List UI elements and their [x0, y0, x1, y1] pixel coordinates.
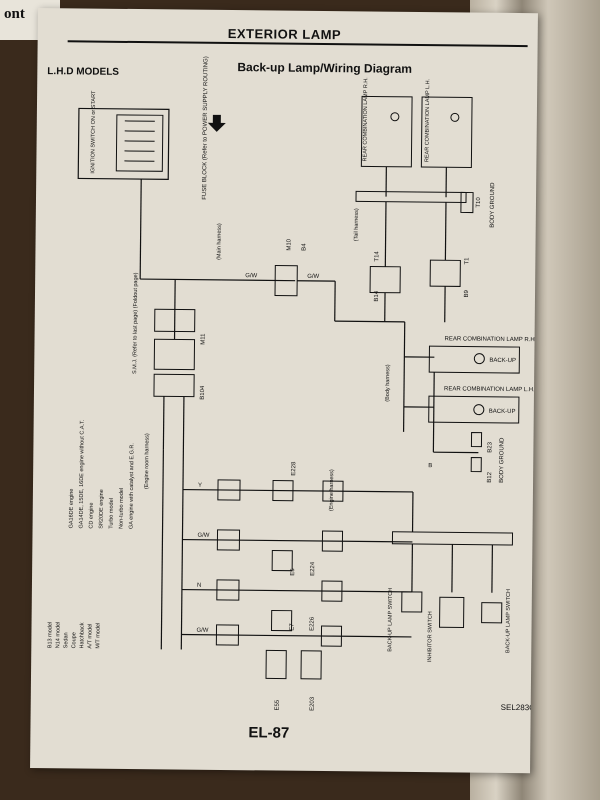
ignition-switch-label: IGNITION SWITCH ON or START: [90, 90, 97, 174]
legend-model: B13 model N14 model Sedan Coupe Hatchbac…: [47, 622, 101, 649]
rear-combo-lh-top-label: REAR COMBINATION LAMP L.H.: [424, 78, 431, 162]
back-up-lh-label: BACK-UP: [489, 409, 516, 415]
legend-item: Non-turbo model: [119, 488, 125, 529]
connector-t10: T10: [476, 197, 482, 208]
wire-gw-4: G/W: [196, 628, 208, 634]
connector-m11: M11: [200, 333, 206, 345]
body-harness-label: (Body harness): [385, 364, 391, 402]
engine-room-harness-label: (Engine room harness): [144, 433, 151, 489]
connector-b12: B12: [487, 471, 493, 482]
legend-item: Sedan: [63, 632, 69, 648]
tail-harness-label: (Tail harness): [354, 208, 360, 241]
legend-item: GA16DE engine: [69, 489, 75, 529]
connector-e5: E5: [290, 568, 296, 576]
connector-e224: E224: [310, 561, 316, 576]
connector-b9: B9: [464, 289, 470, 297]
connector-t14: T14: [374, 251, 380, 262]
back-up-rh-label: BACK-UP: [489, 358, 516, 364]
connector-t1: T1: [464, 257, 470, 265]
bulb-icon: [473, 404, 485, 416]
corner-tab-label: ont: [4, 6, 25, 22]
connector-b4: B4: [301, 243, 307, 251]
connector-b104: B104: [200, 385, 206, 400]
smj-label: S.M.J. (Refer to last page) (Foldout pag…: [132, 272, 139, 374]
rear-combo-rh-top-label: REAR COMBINATION LAMP R.H.: [362, 77, 369, 162]
legend-item: Coupe: [71, 632, 77, 648]
legend-item: N14 model: [55, 622, 61, 649]
body-ground-label: BODY GROUND: [499, 437, 505, 483]
arrow-down-icon: [207, 114, 226, 132]
legend-engine: GA16DE engine GA14DE, 15DE, 16DE engine …: [69, 419, 136, 529]
wire-b: B: [428, 463, 432, 469]
rear-combo-lh-label: REAR COMBINATION LAMP L.H.: [444, 386, 535, 393]
inhibitor-switch-label: INHIBITOR SWITCH: [427, 611, 434, 662]
connector-m10: M10: [286, 238, 292, 250]
legend-item: SR20DE engine: [99, 489, 105, 529]
backup-lamp-switch-label: BACK-UP LAMP SWITCH: [387, 588, 394, 652]
connector-b23: B23: [487, 441, 493, 452]
fuse-block-label: FUSE BLOCK (Refer to POWER SUPPLY ROUTIN…: [202, 56, 210, 200]
reference-code: SEL283Q: [500, 702, 536, 713]
connector-e203: E203: [310, 696, 316, 711]
connector-e7: E7: [289, 623, 295, 631]
legend-item: GA14DE, 15DE, 16DE engine without C.A.T.: [79, 419, 86, 528]
page-number: EL-87: [248, 724, 290, 742]
main-harness-label: (Main harness): [216, 223, 222, 260]
bulb-icon: [473, 353, 485, 365]
legend-item: Turbo model: [109, 498, 115, 529]
wire-gw-3: G/W: [197, 533, 209, 539]
bulb-icon: [450, 112, 460, 122]
body-ground-top-label: BODY GROUND: [490, 182, 496, 228]
legend-item: M/T model: [95, 623, 101, 649]
connector-b14: B14: [374, 290, 380, 301]
connector-e228: E228: [291, 461, 297, 476]
backup-lamp-switch-2-label: BACK-UP LAMP SWITCH: [505, 589, 512, 653]
legend-item: Hatchback: [79, 622, 85, 648]
wire-gw-2: G/W: [307, 274, 319, 280]
ignition-switch: IGNITION SWITCH ON or START: [77, 90, 170, 180]
bulb-icon: [390, 112, 400, 122]
engine-harness-label: (Engine harness): [329, 469, 335, 511]
legend-item: A/T model: [87, 624, 93, 649]
connector-e55: E55: [275, 699, 281, 710]
wire-gw-1: G/W: [245, 273, 257, 279]
legend-item: B13 model: [47, 622, 53, 648]
manual-page: EXTERIOR LAMP Back-up Lamp/Wiring Diagra…: [30, 8, 538, 774]
legend-item: GA engine with catalyst and E.G.R.: [129, 443, 136, 529]
connector-e226: E226: [309, 616, 315, 631]
rear-combo-rh-label: REAR COMBINATION LAMP R.H.: [445, 336, 537, 343]
wire-n: N: [197, 583, 201, 589]
wiring-diagram: IGNITION SWITCH ON or START FUSE BLOCK (…: [47, 56, 537, 711]
legend-item: CD engine: [89, 503, 95, 529]
wire-y: Y: [198, 483, 202, 489]
